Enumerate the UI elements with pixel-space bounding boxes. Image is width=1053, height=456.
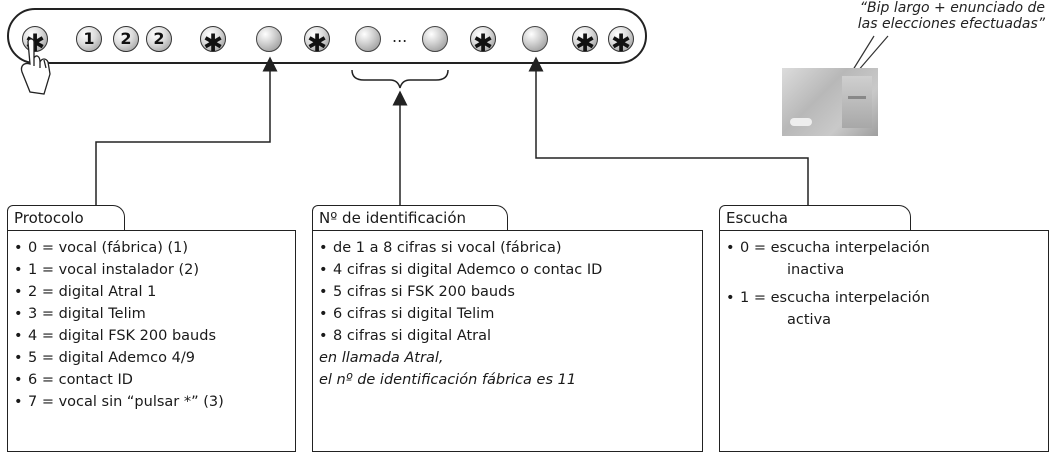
escucha-item-main: 0 = escucha interpelación xyxy=(740,240,930,256)
blank-key xyxy=(355,26,381,52)
caption-line-1: “Bip largo + enunciado de xyxy=(859,0,1045,16)
escucha-connector xyxy=(528,56,809,206)
star-key: ✱ xyxy=(200,26,226,57)
key-label: 1 xyxy=(83,29,95,48)
identificacion-box: de 1 a 8 cifras si vocal (fábrica) 4 cif… xyxy=(312,230,703,452)
digit-key: 2 xyxy=(113,26,139,52)
protocolo-list: 0 = vocal (fábrica) (1) 1 = vocal instal… xyxy=(8,231,295,413)
protocolo-item: 5 = digital Ademco 4/9 xyxy=(14,347,295,369)
key-label: ✱ xyxy=(306,29,328,57)
protocolo-item: 6 = contact ID xyxy=(14,369,295,391)
blank-key xyxy=(422,26,448,52)
identificacion-tab: Nº de identificación xyxy=(312,205,508,231)
hand-pointer-icon xyxy=(20,38,51,95)
blank-key xyxy=(256,26,282,52)
escucha-item: 0 = escucha interpelación inactiva xyxy=(726,237,1048,281)
star-key: ✱ xyxy=(572,26,598,57)
device-slit xyxy=(848,96,866,99)
device-panel xyxy=(842,76,872,128)
digit-key: 2 xyxy=(146,26,172,52)
protocolo-tab: Protocolo xyxy=(7,205,125,231)
protocolo-box: 0 = vocal (fábrica) (1) 1 = vocal instal… xyxy=(7,230,296,452)
caption-line-2: las elecciones efectuadas” xyxy=(857,16,1045,32)
protocolo-item: 1 = vocal instalador (2) xyxy=(14,259,295,281)
escucha-item-cont: inactiva xyxy=(787,262,845,278)
key-label: ✱ xyxy=(574,29,596,57)
identificacion-item: 5 cifras si FSK 200 bauds xyxy=(319,281,702,303)
brace xyxy=(351,69,449,89)
escucha-list: 0 = escucha interpelación inactiva 1 = e… xyxy=(720,231,1048,331)
key-label: 2 xyxy=(120,29,132,48)
escucha-box: 0 = escucha interpelación inactiva 1 = e… xyxy=(719,230,1049,452)
identificacion-item: 4 cifras si digital Ademco o contac ID xyxy=(319,259,702,281)
identificacion-item: de 1 a 8 cifras si vocal (fábrica) xyxy=(319,237,702,259)
identificacion-note-line-2: el nº de identificación fábrica es 11 xyxy=(319,372,577,388)
protocolo-item: 2 = digital Atral 1 xyxy=(14,281,295,303)
device-photo xyxy=(782,68,878,136)
identificacion-item: 6 cifras si digital Telim xyxy=(319,303,702,325)
blank-key xyxy=(522,26,548,52)
protocolo-item: 3 = digital Telim xyxy=(14,303,295,325)
escucha-tab: Escucha xyxy=(719,205,911,231)
identificacion-item: 8 cifras si digital Atral xyxy=(319,325,702,347)
star-key: ✱ xyxy=(608,26,634,57)
escucha-item: 1 = escucha interpelación activa xyxy=(726,287,1048,331)
key-label: 2 xyxy=(153,29,165,48)
escucha-item-cont: activa xyxy=(787,312,832,328)
key-label: ✱ xyxy=(472,29,494,57)
star-key: ✱ xyxy=(470,26,496,57)
announcement-caption: “Bip largo + enunciado de las elecciones… xyxy=(745,0,1045,32)
identificacion-list: de 1 a 8 cifras si vocal (fábrica) 4 cif… xyxy=(313,231,702,347)
identificacion-note-line-1: en llamada Atral, xyxy=(319,350,444,366)
protocolo-item: 0 = vocal (fábrica) (1) xyxy=(14,237,295,259)
device-light xyxy=(790,118,812,126)
digit-key: 1 xyxy=(76,26,102,52)
key-label: ✱ xyxy=(202,29,224,57)
ellipsis: ... xyxy=(392,27,408,46)
protocolo-item: 7 = vocal sin “pulsar *” (3) xyxy=(14,391,295,413)
star-key: ✱ xyxy=(304,26,330,57)
protocolo-connector xyxy=(95,56,278,206)
escucha-item-main: 1 = escucha interpelación xyxy=(740,290,930,306)
key-label: ✱ xyxy=(610,29,632,57)
protocolo-item: 4 = digital FSK 200 bauds xyxy=(14,325,295,347)
